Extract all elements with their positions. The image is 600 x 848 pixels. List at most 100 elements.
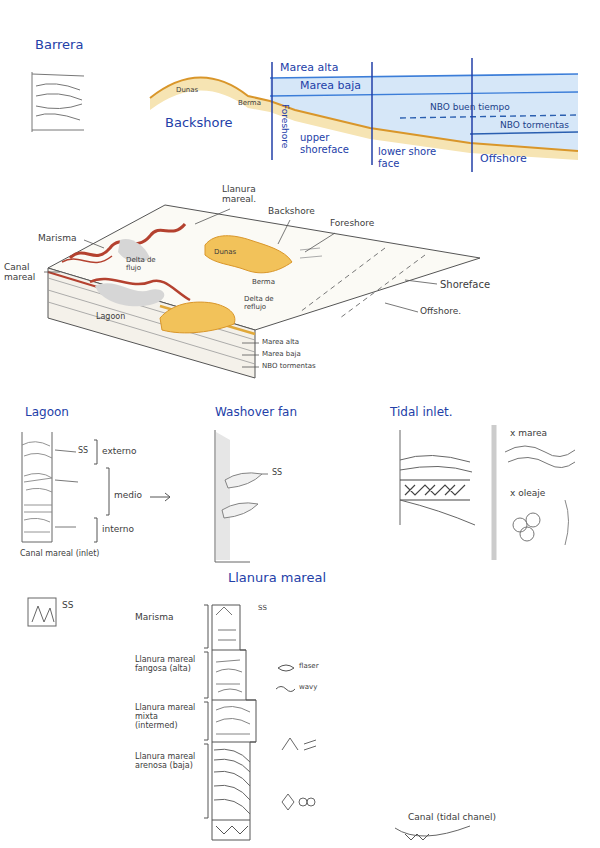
level-label: Marea alta <box>280 62 338 75</box>
herringbone <box>405 834 429 840</box>
zone-divider <box>272 58 472 172</box>
washover-column <box>215 430 250 562</box>
high-tide-line <box>270 74 578 78</box>
section-heading: Llanura mareal <box>228 571 326 586</box>
feature-label: Canal mareal <box>4 262 44 283</box>
feature-label: Delta de reflujo <box>244 295 290 311</box>
level-label: NBO tormentas <box>262 362 316 370</box>
structure-label: flaser <box>299 662 319 670</box>
ss-symbol <box>32 606 54 622</box>
zone-label: Backshore <box>165 116 233 131</box>
level-label: NBO tormentas <box>500 120 569 130</box>
fair-weather-base-line <box>400 115 578 118</box>
herringbone <box>400 480 470 500</box>
feature-label: Berma <box>238 99 261 107</box>
structure-label: x oleaje <box>510 488 545 498</box>
facies-label: SS <box>62 600 73 610</box>
facies-label: SS <box>78 446 88 455</box>
facies-label: SS <box>258 604 267 612</box>
offshore-dashed-line <box>300 248 425 318</box>
block-diagram <box>44 205 480 378</box>
leader-line <box>55 450 78 527</box>
channel-sketch <box>395 826 470 836</box>
zone-label: Offshore. <box>420 306 461 316</box>
wave-structure <box>526 513 540 527</box>
bracket <box>204 605 208 818</box>
zone-label: Backshore <box>268 206 315 216</box>
feature-label: Llanura mareal. <box>222 184 274 205</box>
feature-label: Delta de flujo <box>126 256 166 272</box>
washover-lens <box>222 473 262 518</box>
structure-symbol <box>299 798 307 806</box>
facies-label: Llanura mareal mixta (intermed) <box>135 703 201 731</box>
structure-label: x marea <box>510 428 547 438</box>
facies-columns <box>22 425 575 562</box>
tidal-structure <box>505 446 575 468</box>
structure-symbol <box>282 738 316 750</box>
wave-structure <box>520 527 534 541</box>
level-label: Marea baja <box>262 350 301 358</box>
ss-symbol-box <box>28 598 56 626</box>
low-tide-line <box>270 92 578 96</box>
section-heading: Tidal inlet. <box>390 406 453 420</box>
section-heading: Washover fan <box>215 406 297 420</box>
lagoon-column <box>22 432 52 542</box>
facies-label: Canal mareal (inlet) <box>20 549 99 558</box>
wave-structure <box>513 518 527 532</box>
facies-label: externo <box>102 446 137 456</box>
inlet-sketch <box>400 500 475 525</box>
zone-label: Shoreface <box>440 279 490 291</box>
flaser-symbol <box>278 665 294 671</box>
strata-line <box>48 278 255 364</box>
facies-label: Llanura mareal arenosa (baja) <box>135 752 201 770</box>
zone-label: lower shore face <box>378 146 450 169</box>
wave-structure <box>565 500 569 545</box>
section-heading: Lagoon <box>25 406 69 420</box>
facies-label: SS <box>272 468 282 477</box>
stratigraphic-column <box>212 605 256 840</box>
marsh-structure <box>216 607 236 640</box>
lagoon-lamination <box>22 442 52 532</box>
facies-label: interno <box>102 524 134 534</box>
unit-boundary <box>212 650 256 820</box>
facies-label: Canal (tidal chanel) <box>408 812 496 822</box>
storm-base-line <box>470 132 578 134</box>
facies-label: medio <box>114 490 142 500</box>
structure-label: wavy <box>299 683 317 691</box>
barrier-profile <box>32 58 578 172</box>
arrow-mark <box>150 493 170 501</box>
barrier-island <box>160 302 235 333</box>
mixed-lamination <box>216 706 250 734</box>
zone-label: upper shoreface <box>300 132 366 155</box>
structure-symbol <box>307 798 315 806</box>
level-label: NBO buen tiempo <box>430 102 510 112</box>
level-label: Marea alta <box>262 338 299 346</box>
cross-bedding <box>214 749 250 814</box>
tidal-flat-column <box>28 598 470 840</box>
feature-label: Marisma <box>38 233 76 243</box>
herringbone <box>216 826 248 834</box>
facies-label: Llanura mareal fangosa (alta) <box>135 655 201 673</box>
zone-label: Offshore <box>480 153 527 166</box>
block-front <box>48 268 255 378</box>
feature-label: Dunas <box>176 86 198 94</box>
level-label: Marea baja <box>300 80 361 93</box>
zone-label: Foreshore <box>280 104 290 148</box>
leader-line <box>262 474 268 475</box>
section-heading: Barrera <box>35 38 83 53</box>
mud-lamination <box>216 660 242 692</box>
washover-shading <box>216 432 230 560</box>
facies-label: Marisma <box>135 612 173 622</box>
inlet-margin <box>492 425 497 560</box>
feature-label: Berma <box>252 278 275 286</box>
leader-line <box>44 209 437 367</box>
feature-label: Lagoon <box>96 312 125 321</box>
zone-label: Foreshore <box>330 218 374 228</box>
sand-profile <box>150 77 578 151</box>
feature-label: Dunas <box>214 248 236 256</box>
lagoon-patch <box>95 283 164 306</box>
marsh-channel <box>62 256 112 262</box>
beach-line <box>300 248 322 258</box>
structure-symbol <box>282 794 294 810</box>
